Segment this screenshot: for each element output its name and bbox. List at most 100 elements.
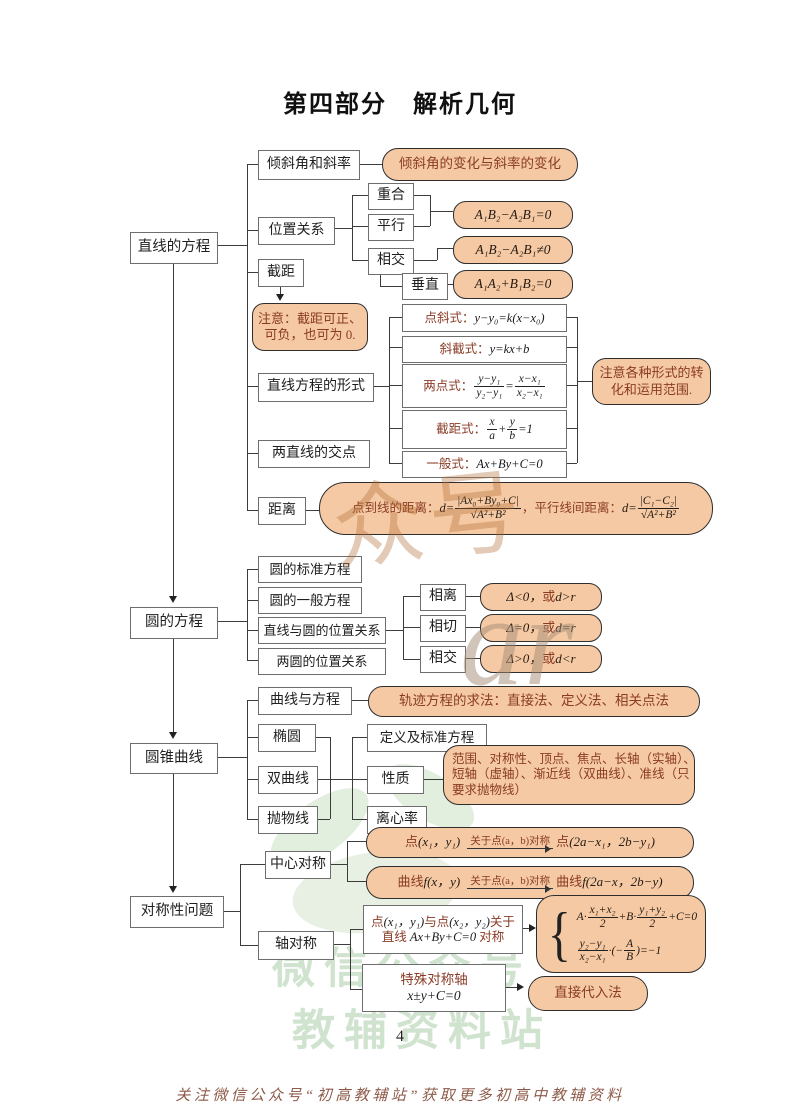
rule-math: (2a−x₁，2b−y₁): [569, 834, 655, 850]
connector: [464, 596, 480, 597]
note-slope-change: 倾斜角的变化与斜率的变化: [382, 148, 578, 181]
formula-label: 平行线间距离：: [534, 500, 622, 515]
connector: [350, 700, 368, 701]
formula-slope-intercept: 斜截式： y=kx+b: [402, 336, 567, 363]
connector: [247, 569, 248, 660]
math: Ax+By+C=0: [409, 929, 477, 944]
formula-label: 点斜式：: [424, 310, 475, 325]
note-line: 注意各种形式的转: [599, 365, 704, 381]
note-conic-properties: 范围、对称性、顶点、焦点、长轴（实轴）、 短轴（虚轴）、渐近线（双曲线）、准线（…: [443, 745, 696, 805]
connector: [329, 864, 347, 865]
connector: [240, 864, 265, 865]
rule-label: 曲线: [556, 874, 583, 890]
separator: ，: [521, 500, 535, 515]
connector: [247, 510, 258, 511]
connector: [247, 569, 258, 570]
formula-label: 两点式：: [423, 378, 474, 393]
note-line: 化和运用范围.: [610, 381, 693, 397]
node-circle-standard: 圆的标准方程: [258, 556, 362, 583]
condition-text: 或: [542, 650, 556, 666]
connector: [247, 779, 258, 780]
connector: [403, 627, 420, 628]
formula-label: 斜截式：: [439, 342, 490, 357]
formula-perpendicular: A₁A₂+B₁B₂=0: [453, 270, 573, 299]
numerator: |C₁−C₂|: [637, 495, 680, 509]
connector: [330, 779, 352, 780]
mapping-arrow: 关于点(a，b)对称: [467, 836, 554, 853]
connector: [247, 164, 258, 165]
formula-text: A₁B₂−A₂B₁≠0: [475, 241, 551, 257]
note-trajectory-methods: 轨迹方程的求法：直接法、定义法、相关点法: [368, 686, 700, 717]
connector: [565, 317, 577, 318]
note-line: 范围、对称性、顶点、焦点、长轴（实轴）、: [452, 751, 696, 766]
node-line-forms: 直线方程的形式: [258, 373, 374, 402]
plus: +: [497, 422, 507, 437]
connector: [352, 819, 367, 820]
connector: [216, 245, 247, 246]
node-curve-equation: 曲线与方程: [258, 687, 352, 715]
connector: [412, 226, 430, 227]
node-intersect: 相交: [368, 248, 414, 275]
connector: [216, 757, 247, 758]
connector: [352, 195, 353, 260]
node-property: 性质: [367, 766, 424, 794]
connector: [389, 463, 402, 464]
connector: [247, 700, 258, 701]
formula-label: 点到线的距离：: [351, 500, 440, 515]
formula-point-slope: 点斜式： y−y₀=k(x−x₀): [402, 304, 567, 332]
formula-text: y=kx+b: [489, 342, 530, 357]
math: (x₁，y₁): [383, 914, 425, 929]
node-parabola: 抛物线: [258, 806, 318, 834]
radicand: A²+B²: [647, 509, 676, 521]
condition-tangent: Δ=0，或 d=r: [480, 614, 602, 642]
connector: [464, 627, 480, 628]
rule-math: (x₁，y₁): [418, 834, 461, 850]
connector: [350, 929, 351, 989]
condition-intersect: Δ>0，或 d<r: [480, 645, 602, 673]
math: A·: [576, 910, 587, 923]
math: ·(−: [608, 944, 624, 957]
note-line: 短轴（虚轴）、渐近线（双曲线）、准线（只: [452, 767, 690, 782]
connector: [437, 248, 453, 249]
connector: [352, 195, 368, 196]
rule-label: 点: [405, 834, 419, 850]
connector: [352, 260, 368, 261]
formula-coincide-parallel: A₁B₂−A₂B₁=0: [453, 201, 573, 229]
connector: [504, 987, 518, 988]
connector: [247, 453, 258, 454]
numerator: x₁+x₂: [587, 903, 618, 918]
connector: [389, 385, 402, 386]
node-intercept: 截距: [258, 259, 304, 287]
connector: [247, 660, 258, 661]
node-parallel: 平行: [368, 214, 414, 241]
node-intersect-circle: 相交: [420, 646, 466, 673]
page-number: 4: [396, 1028, 404, 1045]
connector: [173, 637, 174, 732]
connector: [352, 226, 368, 227]
node-line-equation: 直线的方程: [130, 232, 218, 264]
connector: [330, 737, 331, 819]
node-hyperbola: 双曲线: [258, 766, 318, 794]
connector: [380, 273, 381, 286]
connector: [332, 944, 350, 945]
connector: [304, 510, 319, 511]
connector: [422, 779, 443, 780]
connector: [247, 164, 248, 510]
condition-separate: Δ<0，或 d>r: [480, 583, 602, 611]
denominator: a: [489, 430, 495, 442]
rule-point-central-symmetry: 点(x₁，y₁) 关于点(a，b)对称 点(2a−x₁，2b−y₁): [366, 827, 694, 858]
sqrt-sign: √: [470, 509, 477, 521]
connector: [446, 284, 453, 285]
arrow-line-icon: [467, 844, 554, 853]
connector: [222, 911, 240, 912]
node-circle-equation: 圆的方程: [130, 607, 218, 639]
formula-text: y−y₀=k(x−x₀): [474, 310, 545, 325]
arrow-down-icon: [169, 886, 177, 893]
connector: [412, 195, 430, 196]
connector: [389, 317, 402, 318]
site-watermark-text: 教辅资料站: [292, 1006, 552, 1056]
